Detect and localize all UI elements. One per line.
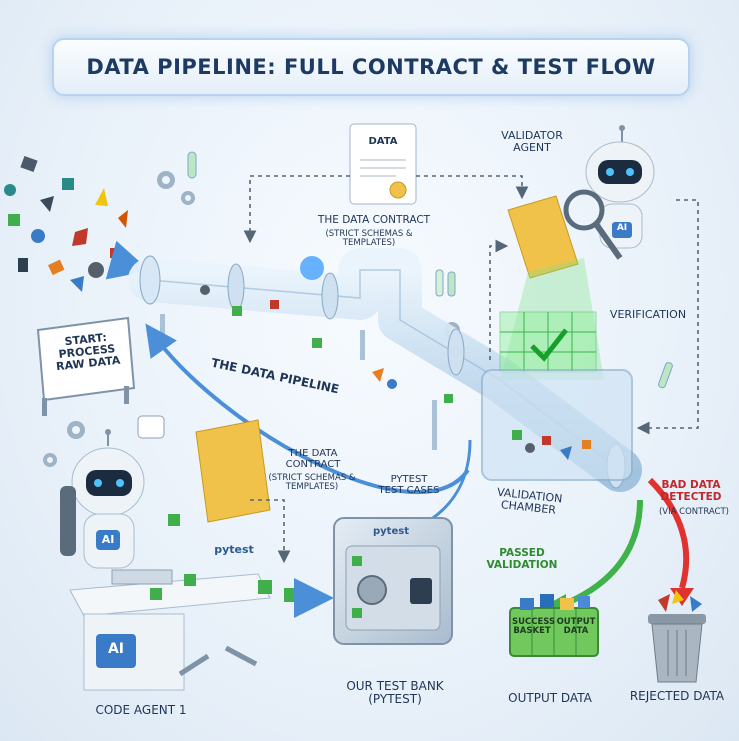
validator-agent-label: VALIDATOR AGENT [501, 129, 563, 155]
mid-contract-document [195, 419, 271, 523]
data-cube [258, 580, 272, 594]
chamber-to-validator-arrow [489, 239, 509, 360]
testcases-arrow [429, 439, 472, 522]
pytest-cases-label: PYTEST TEST CASES [378, 474, 440, 496]
verification-label: VERIFICATION [609, 308, 687, 321]
pytest-logo-safe: pytest [373, 526, 409, 537]
contract-to-validator-arrow [416, 175, 529, 200]
verification-grid [499, 311, 597, 373]
rejected-data-label: REJECTED DATA [629, 689, 725, 703]
diagram-title: DATA PIPELINE: FULL CONTRACT & TEST FLOW [86, 55, 656, 79]
success-basket [509, 594, 599, 657]
feedback-loop-arrow [145, 323, 470, 494]
success-basket-label: SUCCESS BASKET [512, 617, 556, 637]
wrench-icon [178, 645, 258, 677]
basket-output-label: OUTPUT DATA [556, 617, 596, 637]
output-data-label: OUTPUT DATA [508, 691, 592, 705]
raw-data-shapes [4, 155, 128, 292]
data-contract-top-title: THE DATA CONTRACT [317, 214, 431, 226]
bad-data-label: BAD DATA DETECTED [660, 479, 722, 503]
desk [69, 514, 271, 691]
contract-to-testbank-arrow [250, 499, 291, 564]
title-banner: DATA PIPELINE: FULL CONTRACT & TEST FLOW [52, 38, 690, 96]
code-agent-ai-badge: AI [101, 533, 115, 546]
validator-contract-document [507, 195, 579, 279]
data-cube [284, 588, 298, 602]
code-tag-icon [137, 415, 165, 439]
top-contract-document [349, 123, 417, 205]
verification-beam [500, 258, 604, 380]
test-tube-icon [187, 151, 673, 389]
desk-ai-badge: AI [107, 641, 125, 657]
data-contract-mid-title: THE DATA CONTRACT [285, 448, 341, 470]
trash-can-icon [648, 590, 706, 683]
code-agent-robot [60, 429, 145, 569]
code-agent-label: CODE AGENT 1 [95, 703, 187, 717]
data-contract-top-sub: (STRICT SCHEMAS & TEMPLATES) [325, 229, 413, 249]
bad-data-sub-label: (VIA CONTRACT) [658, 507, 729, 517]
pass-arrow [558, 499, 643, 609]
validation-chamber [481, 369, 633, 481]
validator-to-chamber-arrow [636, 199, 699, 435]
validator-robot [563, 125, 655, 260]
reject-arrow [647, 477, 690, 589]
pytest-logo-desk: pytest [214, 543, 254, 556]
passed-validation-label: PASSED VALIDATION [486, 547, 558, 571]
start-sign [36, 316, 136, 416]
data-contract-mid-sub: (STRICT SCHEMAS & TEMPLATES) [268, 473, 356, 493]
contract-doc-label: DATA [368, 136, 398, 147]
validator-ai-badge: AI [616, 223, 628, 233]
test-bank-label: OUR TEST BANK (PYTEST) [346, 679, 444, 707]
test-bank-safe [333, 517, 453, 645]
contract-to-pipeline-arrow [243, 175, 350, 244]
